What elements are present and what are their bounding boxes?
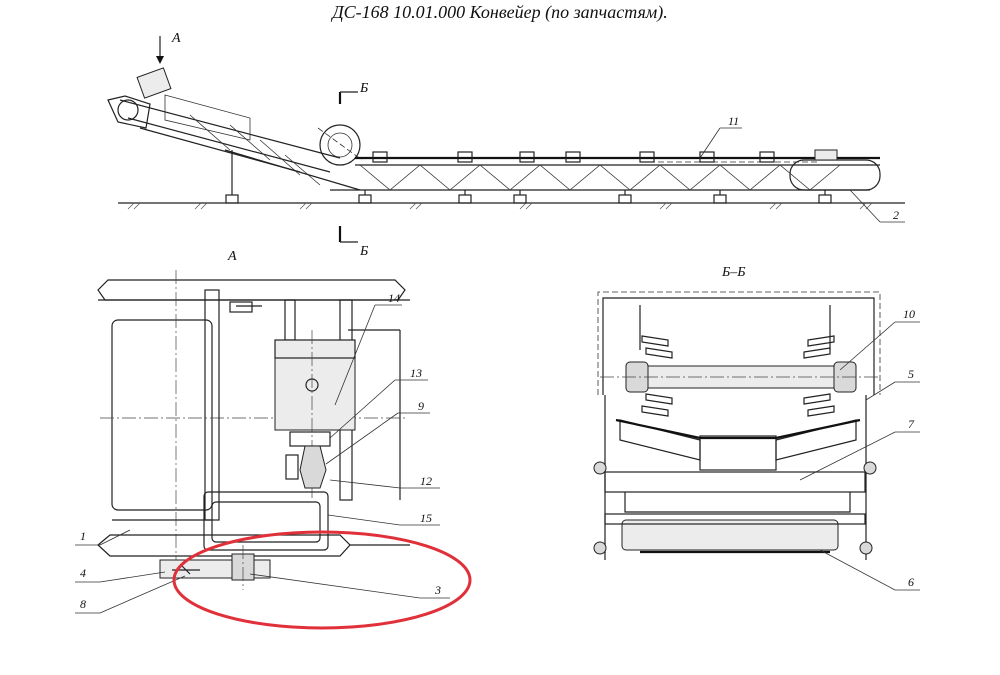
tail-pulley xyxy=(117,99,139,121)
callout-6: 6 xyxy=(908,575,914,589)
section-label-top: Б xyxy=(359,81,368,96)
section-label-bottom: Б xyxy=(359,244,368,259)
loading-hopper xyxy=(136,67,172,99)
protective-cover xyxy=(597,291,881,395)
callout-8: 8 xyxy=(80,597,86,611)
conveyor-side-view: A xyxy=(107,31,905,259)
callout-12: 12 xyxy=(420,474,432,488)
callout-1: 1 xyxy=(80,529,86,543)
plate-15 xyxy=(203,491,329,551)
drawing-title: ДС-168 10.01.000 Конвейер (по запчастям)… xyxy=(332,2,668,22)
section-bb-view: Б–Б xyxy=(593,265,920,591)
view-a-title: A xyxy=(227,249,237,264)
idler-right xyxy=(775,419,857,461)
callout-3: 3 xyxy=(434,583,441,597)
callout-4: 4 xyxy=(80,566,86,580)
view-a-detail: A xyxy=(75,249,472,630)
callout-2: 2 xyxy=(893,208,899,222)
frame-rail-top xyxy=(97,279,406,301)
drive-drum xyxy=(319,124,361,166)
section-bb-title: Б–Б xyxy=(721,265,746,280)
callout-7: 7 xyxy=(908,417,915,431)
callout-11: 11 xyxy=(728,114,739,128)
coupling-9 xyxy=(299,445,327,489)
gearbox-14 xyxy=(274,339,356,431)
callout-10: 10 xyxy=(903,307,915,321)
callout-15: 15 xyxy=(420,511,432,525)
view-a-arrow-label: A xyxy=(171,31,181,46)
truss-web xyxy=(359,164,841,191)
idler-left xyxy=(619,419,701,461)
callout-9: 9 xyxy=(418,399,424,413)
return-roller-6 xyxy=(621,519,839,551)
frame-beam-7 xyxy=(604,471,866,493)
drum xyxy=(111,319,213,511)
idler-center xyxy=(699,435,777,471)
discharge-chute xyxy=(814,149,838,161)
callout-13: 13 xyxy=(410,366,422,380)
callout-5: 5 xyxy=(908,367,914,381)
ground-hatching xyxy=(127,202,873,210)
callout-14: 14 xyxy=(388,291,400,305)
highlight-ellipse xyxy=(172,530,472,630)
